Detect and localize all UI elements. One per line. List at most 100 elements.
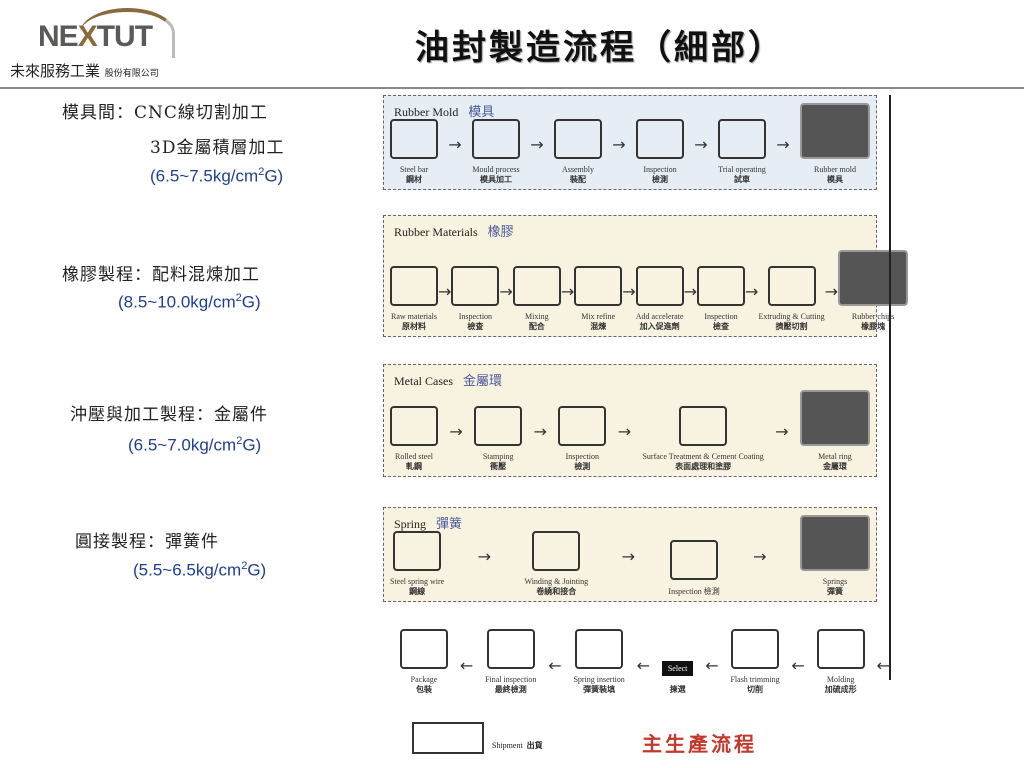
step-label-zh: 試車 [734,175,750,184]
step-label-zh: 模具加工 [480,175,512,184]
step-label-en: Inspection [458,312,493,321]
step-label-en: Steel bar [399,165,429,174]
process-step-icon [799,515,870,571]
arrow-icon: → [753,546,767,566]
arrow-icon: → [612,134,626,154]
arrow-icon: ← [459,655,474,675]
process-step-icon [393,531,442,571]
process-step: Inspection 檢測 [668,540,720,597]
process-step-icon [574,266,623,306]
arrow-icon: → [438,281,452,301]
step-label-en: Package [410,675,438,684]
process-step-icon [679,406,728,446]
process-step-icon [512,266,561,306]
arrow-icon: → [477,546,492,566]
step-label-en: Inspection [704,312,738,321]
process-step-icon [558,406,607,446]
step-label-en: Stamping [482,452,514,461]
process-step-icon [635,266,684,306]
process-step-icon [800,103,870,159]
process-step-icon [697,266,746,306]
step-label-en: Flash trimming [730,675,780,684]
process-step-icon [400,629,448,669]
process-step-icon [816,629,865,669]
step-label-en: Winding & Jointing [524,577,589,586]
process-step-icon [670,540,719,580]
arrow-icon: → [683,281,698,301]
step-label-zh: 檢查 [467,322,484,331]
process-step-icon [838,250,909,306]
company-name: 未來服務工業 股份有限公司 [10,62,159,80]
arrow-icon: ← [636,655,651,675]
step-label-zh: 鋼線 [409,587,426,596]
arrow-icon: → [745,281,759,301]
step-label-zh: 模具 [827,175,843,184]
process-step-icon [731,629,780,669]
arrow-icon: ← [705,655,719,675]
arrow-icon: → [533,421,547,441]
main-flow-label: 主生產流程 [642,732,757,756]
step-label-zh: 表面處理和塗膠 [675,462,732,471]
step-label-zh: 加硫成形 [824,685,857,694]
step-label-zh: 混煉 [590,322,607,331]
step-label-en: Molding [826,675,855,684]
metal-label: 沖壓與加工製程：金屬件 [70,405,268,425]
step-label-zh: 檢測 [574,462,591,471]
step-label-en: Inspection 檢測 [668,587,720,596]
process-step-icon [532,531,581,571]
process-step-icon [554,119,602,159]
step-label-zh: 檢測 [652,175,668,184]
process-step-icon [474,406,523,446]
step-label-zh: 檢查 [713,322,730,331]
arrow-icon: ← [548,655,562,675]
slide-title: 油封製造流程（細部） [415,28,785,68]
logo-brand: NEXTUT [38,20,153,53]
step-label-zh: 最終檢測 [494,685,527,694]
step-label-en: Assembly [562,165,594,174]
arrow-icon: → [530,134,544,154]
arrow-icon: → [617,421,632,441]
arrow-icon: → [776,134,790,154]
process-step-icon [451,266,500,306]
process-step-icon [486,629,535,669]
step-label-zh: 橡膠塊 [861,322,886,331]
step-label-zh: 彈簧裝填 [583,685,616,694]
shipment-label: Shipment 出貨 [492,741,543,750]
metal-pressure: (6.5~7.0kg/cm2G) [128,435,262,455]
arrow-icon: → [449,421,463,441]
spring-pressure: (5.5~6.5kg/cm2G) [133,560,267,580]
step-label-en: Extruding & Cutting [758,312,825,321]
arrow-icon: → [560,281,575,301]
step-label-en: Final inspection [485,675,537,684]
process-step-icon [472,119,520,159]
header-divider [0,87,1024,89]
step-label-en: Inspection [643,165,677,174]
process-step-icon [390,119,438,159]
step-label-en: Springs [822,577,848,586]
flow-connector-line [889,95,891,680]
step-label-zh: 軋鋼 [406,462,422,471]
step-label-zh: 金屬環 [822,462,847,471]
step-label-zh: 包裝 [416,685,432,694]
